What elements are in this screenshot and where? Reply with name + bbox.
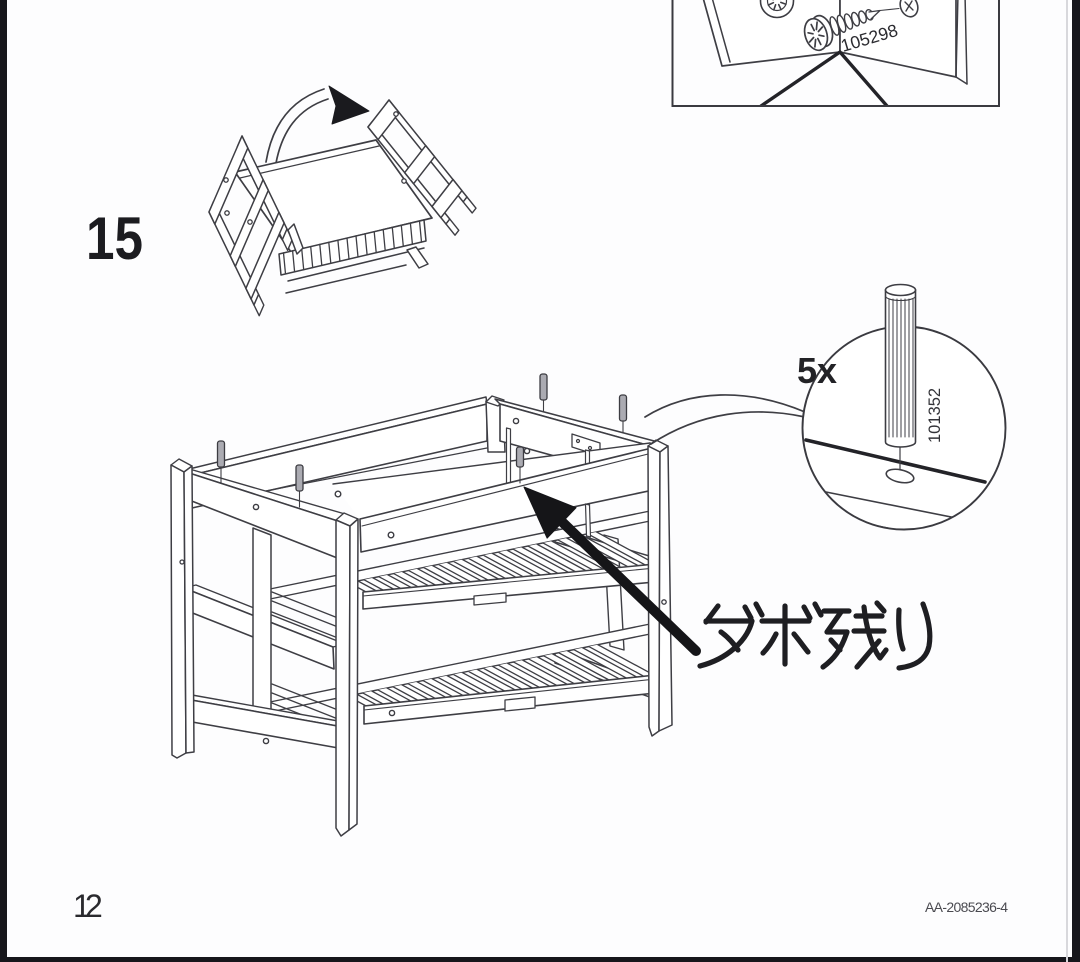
svg-text:101352: 101352 bbox=[926, 388, 944, 443]
svg-text:5x: 5x bbox=[797, 350, 837, 391]
svg-text:AA-2085236-4: AA-2085236-4 bbox=[925, 899, 1008, 915]
svg-text:15: 15 bbox=[86, 205, 143, 272]
svg-text:2: 2 bbox=[85, 888, 103, 924]
svg-text:1: 1 bbox=[73, 888, 91, 924]
